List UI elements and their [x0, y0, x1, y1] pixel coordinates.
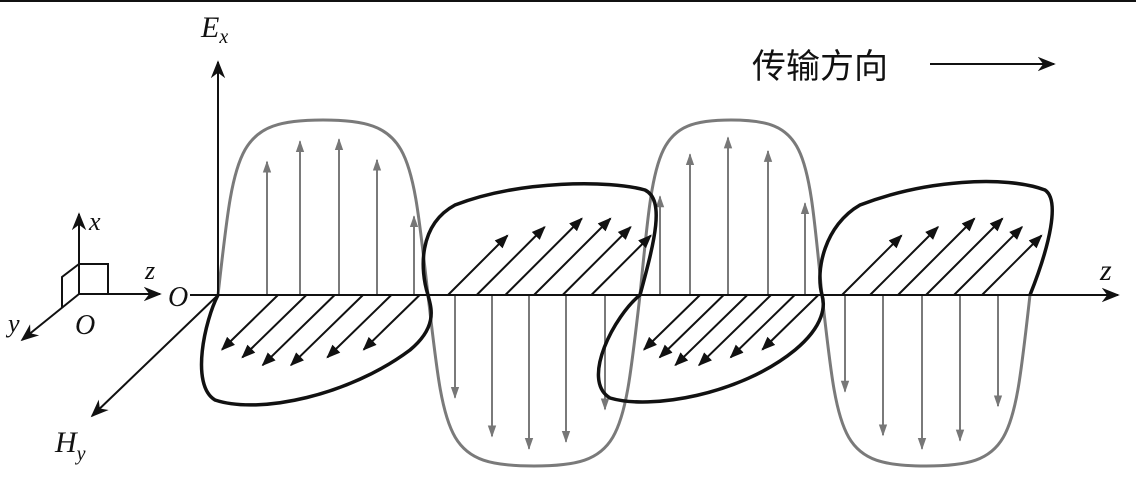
e-field-lobe — [638, 118, 824, 296]
direction-label: 传输方向 — [752, 47, 888, 87]
inset-y-axis — [20, 293, 80, 342]
h-field-vector — [362, 294, 421, 351]
h-field-wave — [199, 179, 1054, 407]
origin-label: O — [168, 282, 188, 313]
h-field-lobe — [596, 293, 826, 404]
h-field-vector — [658, 294, 725, 359]
inset-z-label: z — [144, 256, 155, 285]
h-field-vector — [561, 226, 632, 296]
e-field-lobe — [426, 294, 642, 468]
h-field-vector — [504, 217, 583, 296]
e-axis-label: Ex — [200, 11, 228, 48]
z-axis-label: z — [1099, 254, 1112, 287]
inset-y-label: y — [5, 309, 20, 338]
h-field-vector — [642, 294, 701, 351]
h-field-vector — [897, 217, 976, 296]
h-field-vector — [674, 294, 749, 367]
e-field-lobe — [216, 118, 430, 296]
h-field-lobe — [421, 182, 658, 296]
coordinate-inset: x z y O — [5, 207, 162, 342]
inset-origin-label: O — [75, 310, 95, 341]
h-field-vector — [241, 294, 308, 359]
inset-box — [61, 263, 109, 308]
e-field-wave — [216, 118, 1032, 468]
h-field-vector — [261, 294, 336, 367]
h-field-vector — [220, 294, 279, 351]
h-field-vector — [475, 226, 546, 296]
inset-x-label: x — [88, 207, 101, 236]
h-field-vector — [289, 294, 364, 367]
h-field-vector — [590, 234, 652, 296]
h-field-lobe — [818, 179, 1054, 296]
h-field-vector — [729, 294, 796, 359]
h-field-vector — [761, 294, 820, 351]
h-field-vector — [981, 234, 1043, 296]
h-field-vector — [869, 226, 939, 296]
h-field-vector — [697, 294, 772, 367]
h-field-vector — [841, 234, 903, 296]
h-axis-label: Hy — [54, 426, 86, 465]
h-field-vector — [447, 234, 509, 296]
h-field-vector — [925, 217, 1004, 296]
h-field-vector — [533, 217, 612, 296]
h-field-vector — [326, 294, 393, 359]
h-field-vector — [953, 226, 1023, 296]
e-field-lobe — [820, 294, 1032, 468]
h-axis-line — [90, 294, 219, 418]
h-field-lobe — [199, 294, 433, 407]
